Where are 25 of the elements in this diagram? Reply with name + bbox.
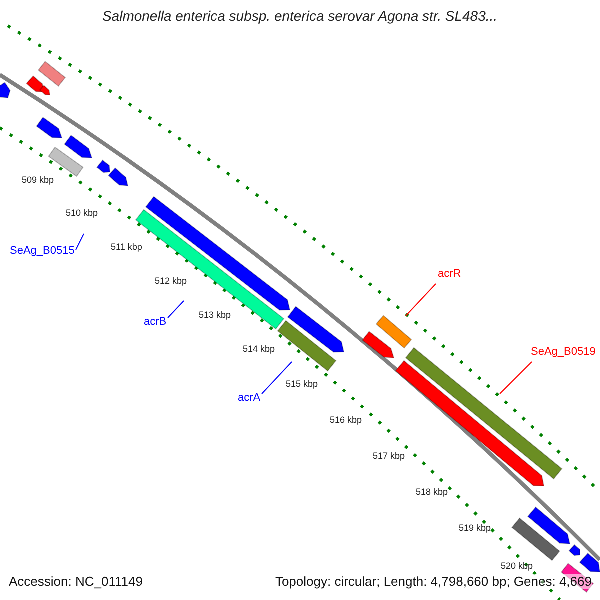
gene-label: acrR: [438, 268, 462, 280]
scale-label: 512 kbp: [155, 276, 188, 286]
scale-label: 514 kbp: [243, 344, 276, 354]
gene-label: acrB: [144, 316, 167, 328]
leader-line: [168, 300, 184, 318]
leader-line: [406, 284, 436, 316]
scale-label: 518 kbp: [416, 487, 448, 497]
scale-label: 516 kbp: [330, 415, 362, 425]
scale-label: 520 kbp: [501, 561, 534, 571]
accession-text: Accession: NC_011149: [9, 574, 143, 589]
scale-label: 517 kbp: [373, 451, 406, 461]
scale-label: 519 kbp: [459, 523, 492, 533]
gene-label: acrA: [238, 392, 261, 404]
scale-label: 509 kbp: [22, 175, 54, 185]
leader-line: [76, 234, 84, 250]
genome-info-text: Topology: circular; Length: 4,798,660 bp; Genes: 4,669: [275, 574, 592, 589]
gene-label: SeAg_B0515: [10, 245, 75, 257]
leader-line: [262, 362, 292, 394]
leader-line: [500, 362, 532, 394]
scale-label: 511 kbp: [111, 242, 142, 252]
scale-label: 515 kbp: [286, 379, 318, 389]
gene-label: SeAg_B0519: [531, 346, 596, 358]
title: Salmonella enterica subsp. enterica serovar Agona str. SL483...: [101, 8, 499, 24]
scale-label: 510 kbp: [66, 208, 98, 218]
scale-label: 513 kbp: [199, 310, 232, 320]
